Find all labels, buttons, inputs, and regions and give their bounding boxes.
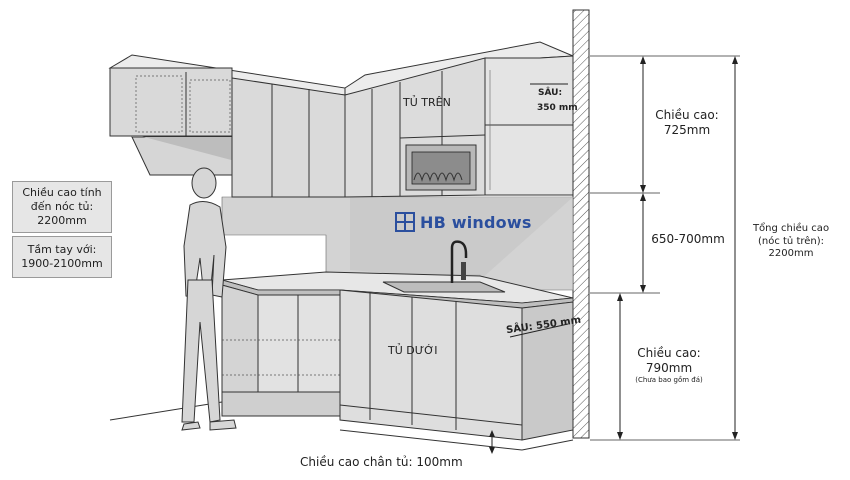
dishes <box>413 172 463 182</box>
label-line: (nóc tủ trên): <box>757 235 825 247</box>
arrow-head <box>489 430 495 437</box>
arrow-head <box>617 432 623 440</box>
box-text: đến nóc tủ: <box>30 199 94 213</box>
box-text: Tầm tay với: <box>27 242 97 256</box>
lower-cabinet-front <box>257 294 341 411</box>
hb-windows-logo: HB windows <box>395 212 532 232</box>
arrow-head <box>640 56 646 64</box>
right-wall <box>572 9 590 439</box>
label-line: Tổng chiều cao <box>752 223 830 234</box>
person-figure <box>181 167 237 431</box>
faucet-handle <box>461 262 466 280</box>
lower-cabinet-left <box>221 284 259 411</box>
arrow-head <box>640 285 646 293</box>
box-text: 1900-2100mm <box>21 257 103 270</box>
upper-shelf-line <box>399 134 486 139</box>
total-height-info-box: Chiều cao tính đến nóc tủ: 2200mm <box>12 181 112 233</box>
label-line: Chiều cao: <box>637 346 701 360</box>
label-line: 725mm <box>663 123 711 137</box>
arrow-head <box>732 56 738 64</box>
arrow-head <box>640 193 646 201</box>
plinth-height-label: Chiều cao chân tủ: 100mm <box>300 455 463 469</box>
upper-height-label: Chiều cao: 725mm <box>652 108 722 138</box>
upper-cabinet-label: TỦ TRÊN <box>403 96 451 109</box>
window-logo-icon <box>395 212 415 232</box>
lower-plinth <box>221 391 341 417</box>
sink <box>382 281 506 293</box>
arrow-head <box>640 185 646 193</box>
total-height-label: Tổng chiều cao (nóc tủ trên): 2200mm <box>742 223 840 261</box>
logo-text: HB windows <box>420 212 532 232</box>
lower-plinth-line <box>339 404 523 426</box>
lower-cabinet-side <box>521 301 574 441</box>
arrow-head <box>732 432 738 440</box>
upper-cabinet-left-run <box>231 77 346 198</box>
box-text: 2200mm <box>37 214 87 228</box>
upper-cabinet-left-frame <box>109 67 233 137</box>
arrow-head <box>489 447 495 454</box>
gap-height-label: 650-700mm <box>651 232 725 246</box>
label-line: 790mm <box>645 361 693 375</box>
lower-depth-arrow <box>509 323 569 338</box>
lower-cabinet-right <box>339 289 523 441</box>
label-line: 2200mm <box>768 248 814 259</box>
label-note: (Chưa bao gồm đá) <box>635 376 703 384</box>
upper-depth-label-2: 350 mm <box>537 103 578 113</box>
floor-line <box>521 439 574 451</box>
floor-line <box>109 401 223 421</box>
upper-depth-label-1: SÂU: <box>538 88 563 98</box>
reach-info-box: Tầm tay với: 1900-2100mm <box>12 236 112 278</box>
lower-height-label: Chiều cao: 790mm (Chưa bao gồm đá) <box>628 346 710 385</box>
lower-cabinet-label: TỦ DƯỚI <box>388 344 438 357</box>
label-line: Chiều cao: <box>655 108 719 122</box>
faucet <box>450 240 468 283</box>
arrow-head <box>617 293 623 301</box>
glass-door <box>189 79 231 133</box>
box-text: Chiều cao tính <box>22 185 102 199</box>
glass-door <box>135 75 183 133</box>
